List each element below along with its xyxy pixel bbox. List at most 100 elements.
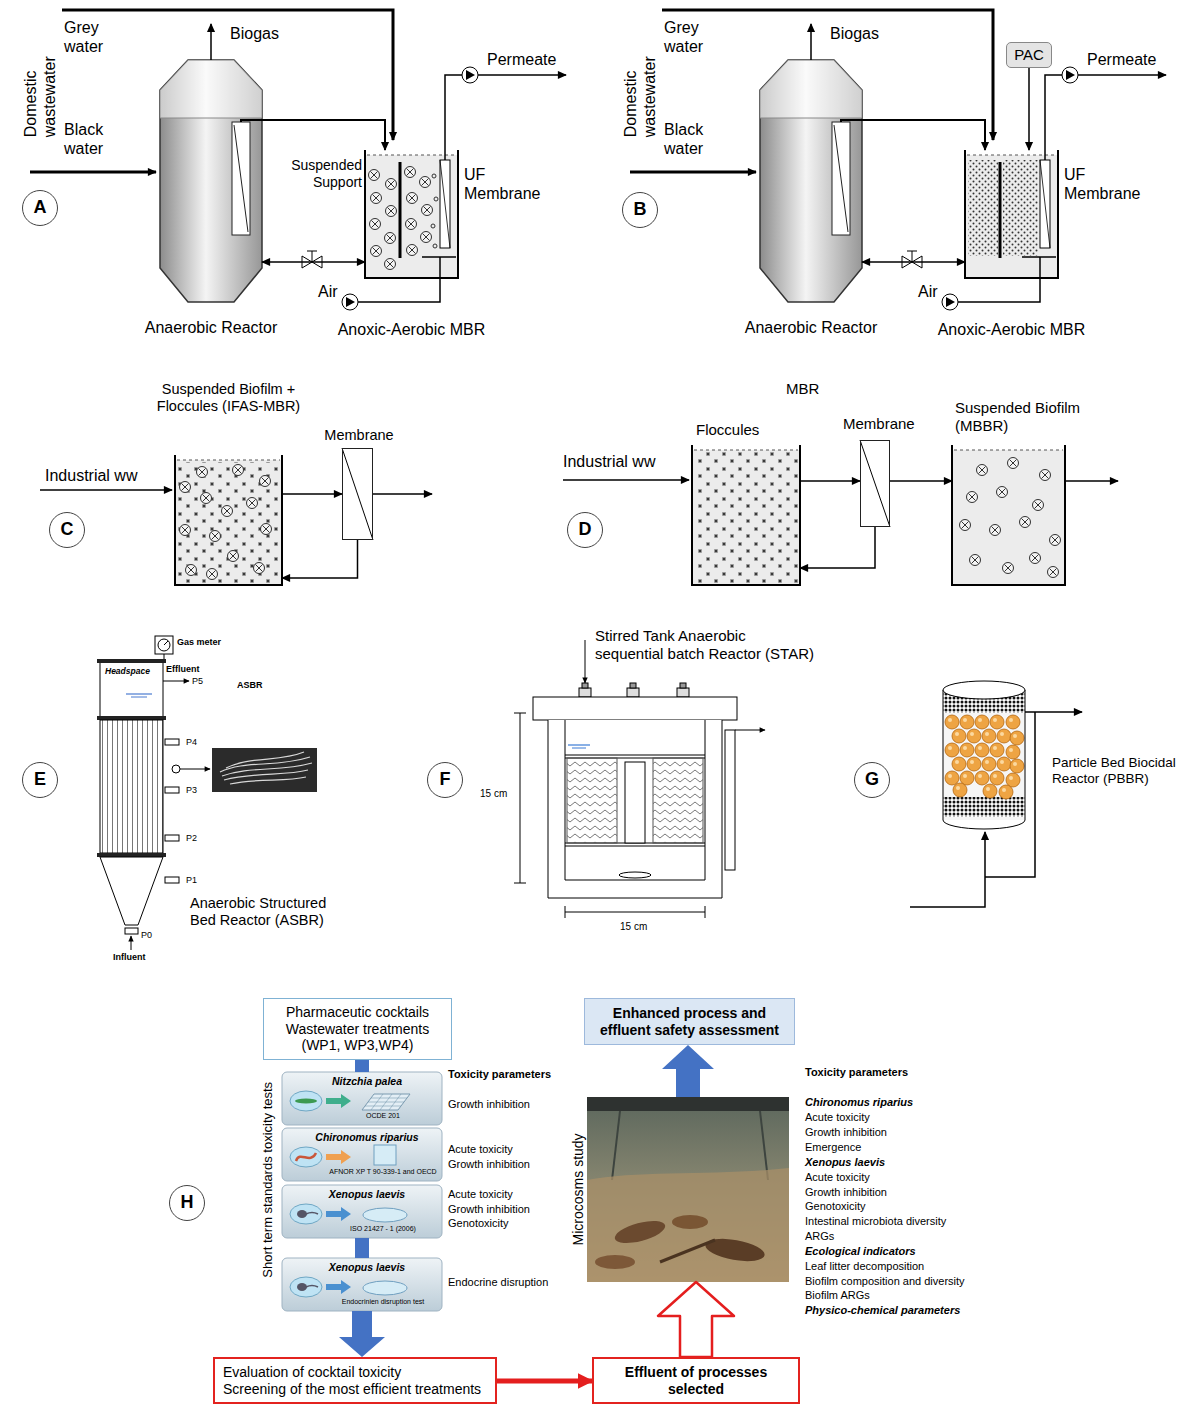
- result-box: Evaluation of cocktail toxicityScreening…: [213, 1357, 497, 1404]
- panel-h-drawing: [282, 1185, 442, 1238]
- panel-h-drawing: [326, 1150, 351, 1164]
- panel-f-drawing: [725, 730, 735, 870]
- panel-f-drawing: [619, 872, 651, 878]
- label-text: UF Membrane: [464, 165, 544, 203]
- panel-g-drawing: [1006, 715, 1020, 729]
- panel-b-drawing: [630, 10, 1166, 310]
- microcosm-photo: Microcosms study: [587, 1097, 789, 1282]
- panel-c-drawing: [210, 531, 221, 542]
- panel-g-drawing: [960, 715, 974, 729]
- panel-f-drawing: [514, 883, 526, 884]
- panel-h-drawing: [365, 1094, 407, 1110]
- panel-h-drawing: [290, 1147, 322, 1167]
- label-text: Grey water: [664, 18, 724, 56]
- panel-a-drawing: [371, 246, 382, 257]
- panel-d-drawing: [970, 555, 981, 566]
- panel-a-drawing: [422, 205, 433, 216]
- connector: [355, 1238, 369, 1258]
- label-text: Biofilm ARGs: [805, 1289, 870, 1302]
- label-text: Domestic wastewater: [621, 37, 659, 137]
- result-box: Effluent of processes selected: [592, 1357, 800, 1404]
- panel-c-drawing: [186, 565, 197, 576]
- panel-f-drawing: [627, 688, 639, 697]
- dosing-box: PAC: [1006, 42, 1052, 68]
- panel-e-drawing: [164, 641, 168, 645]
- anaerobic-reactor: Anaerobic Reactor: [760, 60, 862, 302]
- panel-g-drawing: [1006, 745, 1020, 759]
- panel-letter: E: [22, 762, 58, 798]
- node-text: Microcosms study: [570, 1097, 587, 1282]
- panel-g-drawing: [943, 690, 944, 820]
- node-text: Anaerobic Reactor: [140, 318, 282, 337]
- panel-e-drawing: [131, 936, 132, 950]
- panel-a-drawing: [30, 10, 566, 310]
- node-text: Chironomus riparius: [302, 1131, 432, 1144]
- panel-e-drawing: [163, 681, 189, 682]
- label-text: Chironomus riparius: [805, 1096, 913, 1109]
- panel-a-drawing: [385, 259, 396, 270]
- panel-g-drawing: [997, 757, 1011, 771]
- connector: [497, 1379, 592, 1384]
- connector: [355, 1060, 369, 1072]
- panel-h-drawing: [374, 1145, 396, 1165]
- label-text: Acute toxicity: [805, 1111, 870, 1124]
- panel-e-drawing: [165, 787, 179, 793]
- panel-c-drawing: [177, 460, 280, 461]
- panel-d-drawing: [860, 440, 890, 527]
- label-text: Toxicity parameters: [448, 1068, 551, 1081]
- panel-e-drawing: [172, 765, 180, 773]
- connector: [890, 480, 952, 482]
- membrane-module: Membrane: [860, 440, 890, 527]
- panel-g-drawing: [967, 729, 981, 743]
- panel-f-drawing: [565, 906, 566, 918]
- panel-letter: G: [854, 762, 890, 798]
- node-text: Xenopus laevis: [302, 1188, 432, 1201]
- label-text: Genotoxicity: [805, 1200, 866, 1213]
- panel-g-drawing: [982, 729, 996, 743]
- panel-c-drawing: [260, 476, 271, 487]
- connector: [1028, 68, 1030, 150]
- test-panel: Chironomus ripariusAFNOR XP T 90-339-1 a…: [282, 1128, 442, 1181]
- node-text: Xenopus laevis: [302, 1261, 432, 1274]
- panel-a-drawing: [369, 170, 380, 181]
- panel-e-drawing: [165, 835, 179, 841]
- panel-c-drawing: [222, 506, 233, 517]
- panel-e-drawing: [165, 739, 179, 745]
- panel-f-drawing: [705, 906, 706, 918]
- node-text: Screening of the most efficient treatmen…: [223, 1381, 487, 1398]
- panel-d-drawing: [1033, 500, 1044, 511]
- panel-h-drawing: [587, 1097, 789, 1111]
- panel-e-drawing: [131, 697, 147, 698]
- panel-c-drawing: [40, 489, 172, 491]
- panel-e-drawing: [97, 853, 166, 857]
- panel-e-drawing: [125, 928, 138, 934]
- panel-f-drawing: [548, 720, 722, 898]
- panel-a-drawing: [431, 224, 435, 228]
- panel-g-drawing: [967, 757, 981, 771]
- panel-d-drawing: [967, 492, 978, 503]
- label-text: Genotoxicity: [448, 1217, 509, 1230]
- panel-h-drawing: [612, 1111, 620, 1180]
- label-text: Industrial ww: [563, 452, 655, 471]
- panel-d-drawing: [1003, 563, 1014, 574]
- node-text: A: [34, 197, 47, 219]
- label-text: Ecological indicators: [805, 1245, 916, 1258]
- panel-h-drawing: [282, 1072, 789, 1311]
- panel-g-drawing: [960, 743, 974, 757]
- node-text: Suspended Biofilm (MBBR): [955, 399, 1105, 435]
- panel-f-drawing: [579, 688, 591, 697]
- panel-h-drawing: [595, 1255, 635, 1269]
- test-panel: Xenopus laevisISO 21427 - 1 (2006): [282, 1185, 442, 1238]
- label-text: Suspended Support: [282, 157, 362, 191]
- panel-d-drawing: [692, 450, 800, 585]
- panel-a-drawing: [406, 219, 417, 230]
- panel-g-drawing: [982, 757, 996, 771]
- panel-f-drawing: [514, 640, 765, 918]
- panel-h-drawing: [282, 1128, 442, 1181]
- panel-g-drawing: [910, 681, 1082, 907]
- panel-c-drawing: [175, 455, 282, 585]
- panel-c-drawing: [233, 465, 244, 476]
- panel-c-drawing: [177, 462, 280, 583]
- label-text: P0: [141, 930, 152, 941]
